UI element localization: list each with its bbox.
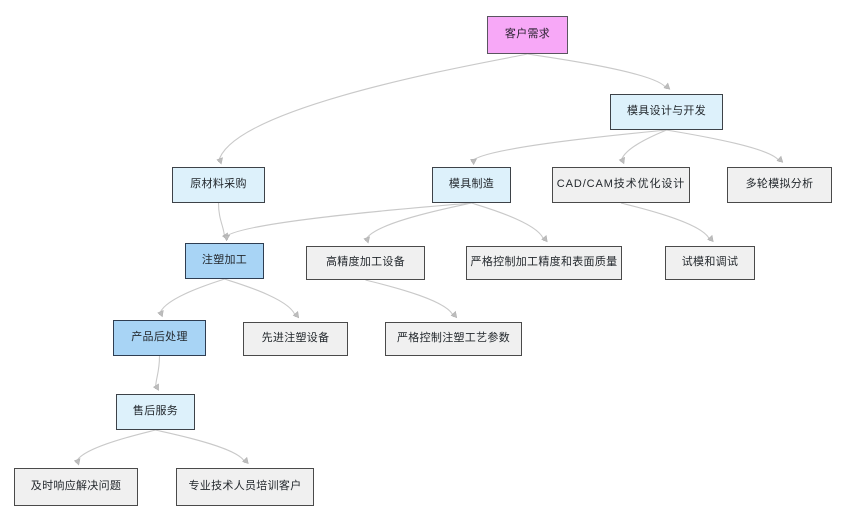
flow-edge-n4-to-n8 <box>363 202 472 244</box>
flow-edge-n2-to-n6 <box>666 129 784 163</box>
flow-node-label: 专业技术人员培训客户 <box>188 480 302 493</box>
flow-node-label: 产品后处理 <box>131 331 188 344</box>
flow-edge-n4-to-n7 <box>223 202 472 242</box>
flow-node-label: 模具设计与开发 <box>626 105 707 118</box>
flow-node-label: 多轮模拟分析 <box>745 178 814 191</box>
flow-node-label: 严格控制注塑工艺参数 <box>397 332 510 345</box>
flow-node-n4[interactable]: 模具制造 <box>432 167 511 203</box>
flow-edge-n7-to-n12 <box>224 278 300 319</box>
flow-node-n10[interactable]: 试模和调试 <box>665 246 755 280</box>
flow-node-n2[interactable]: 模具设计与开发 <box>610 94 723 130</box>
flow-node-n15[interactable]: 及时响应解决问题 <box>14 468 138 506</box>
flow-node-n14[interactable]: 售后服务 <box>116 394 195 430</box>
flow-node-label: 原材料采购 <box>190 178 247 191</box>
flow-node-n13[interactable]: 严格控制注塑工艺参数 <box>385 322 522 356</box>
flow-edge-n11-to-n14 <box>153 355 161 391</box>
flow-edge-n14-to-n15 <box>73 429 156 466</box>
flow-node-label: 高精度加工设备 <box>325 256 406 269</box>
flow-edge-n7-to-n11 <box>157 278 225 318</box>
flow-edge-n1-to-n3 <box>216 53 528 165</box>
flow-node-n5[interactable]: CAD/CAM技术优化设计 <box>552 167 690 203</box>
flow-edge-n8-to-n13 <box>365 279 458 319</box>
flow-edge-n14-to-n16 <box>155 429 249 465</box>
flow-node-n7[interactable]: 注塑加工 <box>185 243 264 279</box>
flow-node-label: 及时响应解决问题 <box>30 480 122 493</box>
flow-edge-n2-to-n4 <box>470 129 667 166</box>
flow-edge-n1-to-n2 <box>527 53 671 90</box>
flow-node-label: 注塑加工 <box>201 254 248 267</box>
flow-node-label: 先进注塑设备 <box>261 332 330 345</box>
flow-edge-n2-to-n5 <box>618 129 667 165</box>
flow-node-n3[interactable]: 原材料采购 <box>172 167 265 203</box>
flow-node-label: 售后服务 <box>132 405 179 418</box>
flow-node-n8[interactable]: 高精度加工设备 <box>306 246 425 280</box>
flow-node-label: 模具制造 <box>448 178 495 191</box>
flow-node-label: 严格控制加工精度和表面质量 <box>470 256 618 269</box>
flow-node-label: 客户需求 <box>504 28 551 41</box>
flow-node-n1[interactable]: 客户需求 <box>487 16 568 54</box>
flow-node-n12[interactable]: 先进注塑设备 <box>243 322 348 356</box>
flow-node-n16[interactable]: 专业技术人员培训客户 <box>176 468 314 506</box>
flow-edge-n3-to-n7 <box>217 202 228 240</box>
flow-node-n9[interactable]: 严格控制加工精度和表面质量 <box>466 246 622 280</box>
flow-edge-n5-to-n10 <box>620 202 714 243</box>
flow-edge-n4-to-n9 <box>471 202 548 243</box>
flow-node-label: 试模和调试 <box>681 256 739 269</box>
flow-node-n6[interactable]: 多轮模拟分析 <box>727 167 832 203</box>
flow-node-n11[interactable]: 产品后处理 <box>113 320 206 356</box>
flow-node-label: CAD/CAM技术优化设计 <box>556 178 686 191</box>
